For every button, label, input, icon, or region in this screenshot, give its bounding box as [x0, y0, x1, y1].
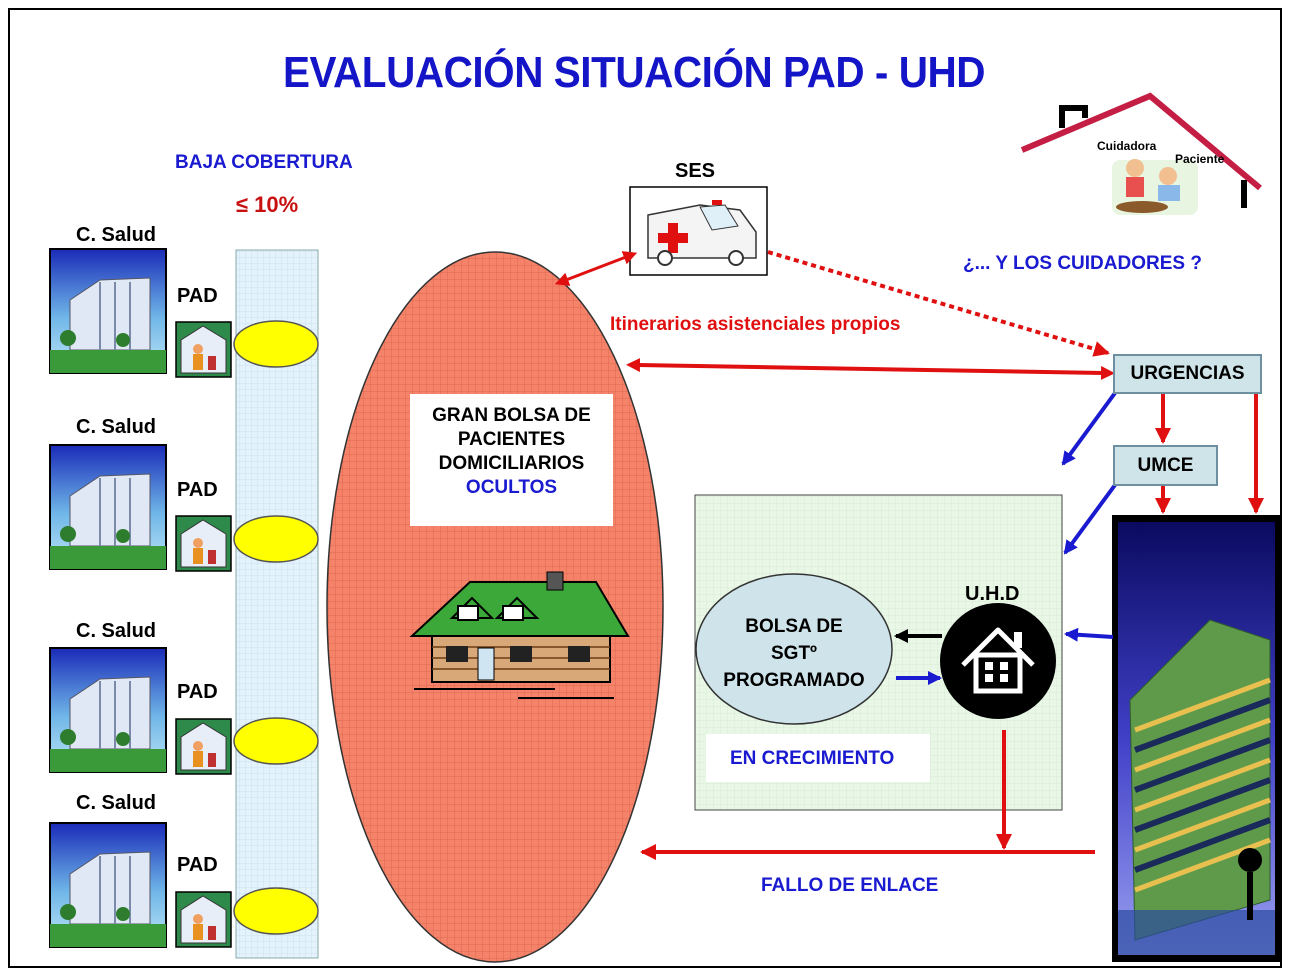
hidden-patients-line-3: DOMICILIARIOS: [438, 453, 585, 474]
urgencias-box: URGENCIAS: [1113, 354, 1262, 394]
hidden-patients-line-1: GRAN BOLSA DE: [432, 405, 591, 426]
pad-column: [235, 249, 319, 959]
caregiver-house-icon: [1020, 92, 1262, 215]
ambulance-icon: [629, 186, 768, 276]
pad-label-1: PAD: [177, 285, 218, 307]
pad-home-icon-3: [175, 718, 232, 775]
scheduled-pool-line-1: BOLSA DE: [745, 616, 843, 637]
health-center-label-3: C. Salud: [76, 620, 157, 642]
scheduled-pool-line-3: PROGRAMADO: [723, 670, 865, 691]
umce-box: UMCE: [1113, 445, 1218, 486]
coverage-label: BAJA COBERTURA: [175, 152, 353, 173]
health-center-label-2: C. Salud: [76, 416, 157, 438]
growing-label: EN CRECIMIENTO: [730, 748, 895, 769]
scheduled-pool-line-2: SGTº: [771, 643, 817, 664]
hospital-icon: [1112, 515, 1282, 962]
link-failure-label: FALLO DE ENLACE: [761, 875, 939, 896]
health-center-icon-4: [49, 822, 167, 948]
health-center-label-1: C. Salud: [76, 224, 157, 246]
pad-oval-4: [233, 887, 319, 935]
pad-home-icon-2: [175, 515, 232, 572]
ses-label: SES: [675, 160, 716, 182]
slide-frame: [8, 8, 1282, 968]
pad-oval-3: [233, 717, 319, 765]
pad-home-icon-4: [175, 891, 232, 948]
pad-oval-2: [233, 515, 319, 563]
health-center-icon-3: [49, 647, 167, 773]
health-center-icon-1: [49, 248, 167, 374]
coverage-value: ≤ 10%: [236, 192, 299, 217]
uhd-home-icon: [961, 627, 1035, 694]
pad-oval-1: [233, 320, 319, 368]
health-center-label-4: C. Salud: [76, 792, 157, 814]
paciente-caption: Paciente: [1175, 152, 1225, 166]
page-title: EVALUACIÓN SITUACIÓN PAD - UHD: [282, 48, 986, 97]
pad-home-icon-1: [175, 321, 232, 378]
hidden-patients-box: GRAN BOLSA DE PACIENTES DOMICILIARIOS OC…: [410, 394, 613, 526]
pad-label-2: PAD: [177, 479, 218, 501]
uhd-label: U.H.D: [965, 583, 1020, 605]
cabin-icon: [409, 571, 630, 699]
hidden-patients-hidden: OCULTOS: [465, 477, 558, 498]
itinerarios-label: Itinerarios asistenciales propios: [610, 314, 901, 335]
cuidadora-caption: Cuidadora: [1097, 139, 1157, 153]
growing-label-bg: [706, 734, 930, 782]
health-center-icon-2: [49, 444, 167, 570]
caregivers-question: ¿... Y LOS CUIDADORES ?: [963, 253, 1202, 274]
scheduled-pool-oval: [695, 573, 893, 725]
uhd-circle: [940, 603, 1056, 719]
pad-label-4: PAD: [177, 854, 218, 876]
hidden-patients-line-2: PACIENTES: [457, 429, 566, 450]
pad-label-3: PAD: [177, 681, 218, 703]
scheduled-pool-text: BOLSA DE SGTº PROGRAMADO: [708, 613, 880, 694]
